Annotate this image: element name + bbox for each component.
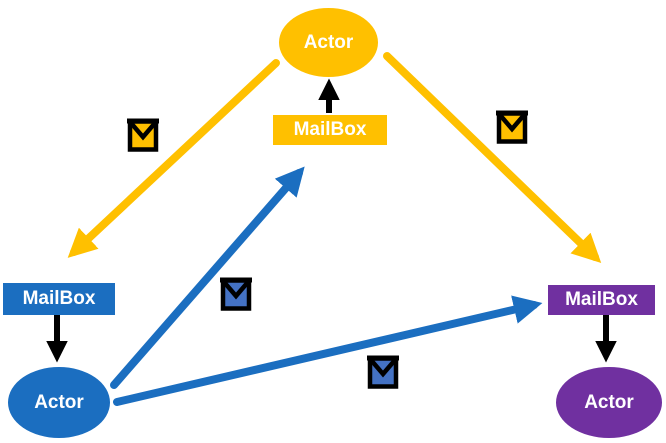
arrow-actor-top-to-mailbox-left [67,59,280,258]
mailbox-left-label: MailBox [22,288,96,309]
arrow-actor-left-to-mailbox-right [113,295,543,406]
actor-top-label: Actor [303,31,354,53]
mailbox-top-label: MailBox [293,119,367,140]
envelope-icon [367,358,399,387]
envelope-icon [127,121,159,150]
arrow-actor-left-to-mailbox-top [110,166,305,389]
mailbox-left-node: MailBox [3,283,115,315]
actor-right-label: Actor [584,391,634,413]
arrow-actor-top-to-mailbox-right [383,52,602,264]
mailbox-right-node: MailBox [548,285,655,315]
actor-right-node: Actor [556,367,662,438]
actor-left-label: Actor [34,391,84,413]
envelope-icon [220,280,252,309]
actor-left-node: Actor [8,367,110,438]
mailbox-right-label: MailBox [565,289,638,310]
envelope-icon [496,113,528,142]
actor-top-node: Actor [279,8,378,77]
mailbox-top-node: MailBox [273,115,387,145]
